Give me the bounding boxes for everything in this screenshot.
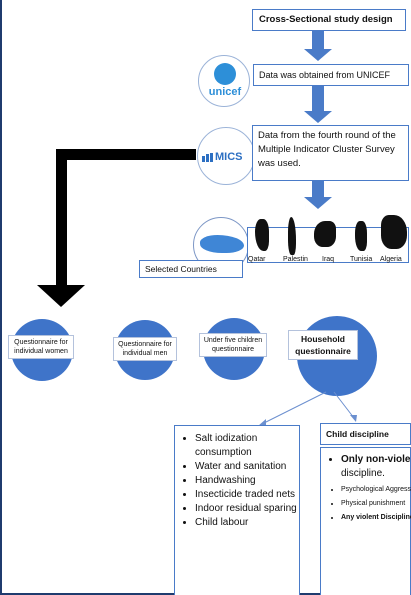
men-questionnaire-label: Questionnaire for individual men xyxy=(113,337,177,361)
tunisia-map-icon xyxy=(355,221,367,251)
only-non-violent-bold: Only non-violent xyxy=(341,454,411,465)
selected-countries-text: Selected Countries xyxy=(145,264,217,274)
arrow-down-1 xyxy=(304,49,332,61)
study-design-text: Cross-Sectional study design xyxy=(259,14,393,25)
study-design-box: Cross-Sectional study design xyxy=(252,9,406,31)
globe-icon xyxy=(214,63,236,85)
iraq-map-icon xyxy=(314,221,336,247)
any-violent-item: Any violent Discipline xyxy=(341,513,411,523)
mics-logo: MICS xyxy=(197,127,255,185)
module-indoor-residual: Indoor residual sparing xyxy=(195,502,309,516)
country-label-algeria: Algeria xyxy=(380,256,402,263)
mics-logo-text: MICS xyxy=(215,151,243,163)
elbow-arrow-head xyxy=(37,285,85,307)
country-label-qatar: Qatar xyxy=(248,256,266,263)
under-five-questionnaire-label: Under five children questionnaire xyxy=(199,333,267,357)
arrow-shaft-2 xyxy=(312,86,324,112)
arab-map-icon xyxy=(200,235,244,253)
mics-round-text: Data from the fourth round of the Multip… xyxy=(258,130,396,169)
child-discipline-title: Child discipline xyxy=(326,429,389,439)
arrow-down-3 xyxy=(304,197,332,209)
child-discipline-list: Only non-violent discipline. Psychologic… xyxy=(325,453,411,523)
unicef-logo-text: unicef xyxy=(208,86,242,98)
women-questionnaire-label: Questionnaire for individual women xyxy=(8,335,74,359)
household-modules-list: Salt iodization consumption Water and sa… xyxy=(179,432,309,530)
module-water-sanitation: Water and sanitation xyxy=(195,460,309,474)
only-non-violent-item: Only non-violent discipline. xyxy=(341,453,411,481)
country-label-palestine: Palestin xyxy=(283,256,308,263)
psychological-item: Psychological Aggression xyxy=(341,485,411,495)
arrow-down-2 xyxy=(304,111,332,123)
mics-round-box: Data from the fourth round of the Multip… xyxy=(252,125,409,181)
module-child-labour: Child labour xyxy=(195,516,309,530)
country-label-tunisia: Tunisia xyxy=(350,256,373,263)
child-discipline-box: Only non-violent discipline. Psychologic… xyxy=(320,447,411,595)
data-source-box: Data was obtained from UNICEF xyxy=(253,64,409,86)
module-insecticide-nets: Insecticide traded nets xyxy=(195,488,309,502)
child-discipline-title-box: Child discipline xyxy=(320,423,411,445)
unicef-logo: unicef xyxy=(198,55,250,107)
country-label-iraq: Iraq xyxy=(322,256,335,263)
only-non-violent-rest: discipline. xyxy=(341,468,385,479)
qatar-map-icon xyxy=(255,219,269,251)
household-modules-box: Salt iodization consumption Water and sa… xyxy=(174,425,300,595)
module-handwashing: Handwashing xyxy=(195,474,309,488)
selected-countries-box: Selected Countries xyxy=(139,260,243,278)
arrow-shaft-3 xyxy=(312,181,324,197)
arab-map-circle xyxy=(193,217,249,273)
frame-left-border xyxy=(0,0,2,595)
household-questionnaire-label: Household questionnaire xyxy=(288,330,358,360)
elbow-arrow-vertical xyxy=(56,149,67,287)
physical-item: Physical punishment xyxy=(341,499,411,509)
palestine-map-icon xyxy=(288,217,296,255)
module-salt-iodization: Salt iodization consumption xyxy=(195,432,309,460)
arrow-shaft-1 xyxy=(312,31,324,49)
algeria-map-icon xyxy=(381,215,407,249)
elbow-arrow-horizontal xyxy=(56,149,196,160)
data-source-text: Data was obtained from UNICEF xyxy=(259,70,391,80)
mics-bars-icon xyxy=(202,153,216,162)
